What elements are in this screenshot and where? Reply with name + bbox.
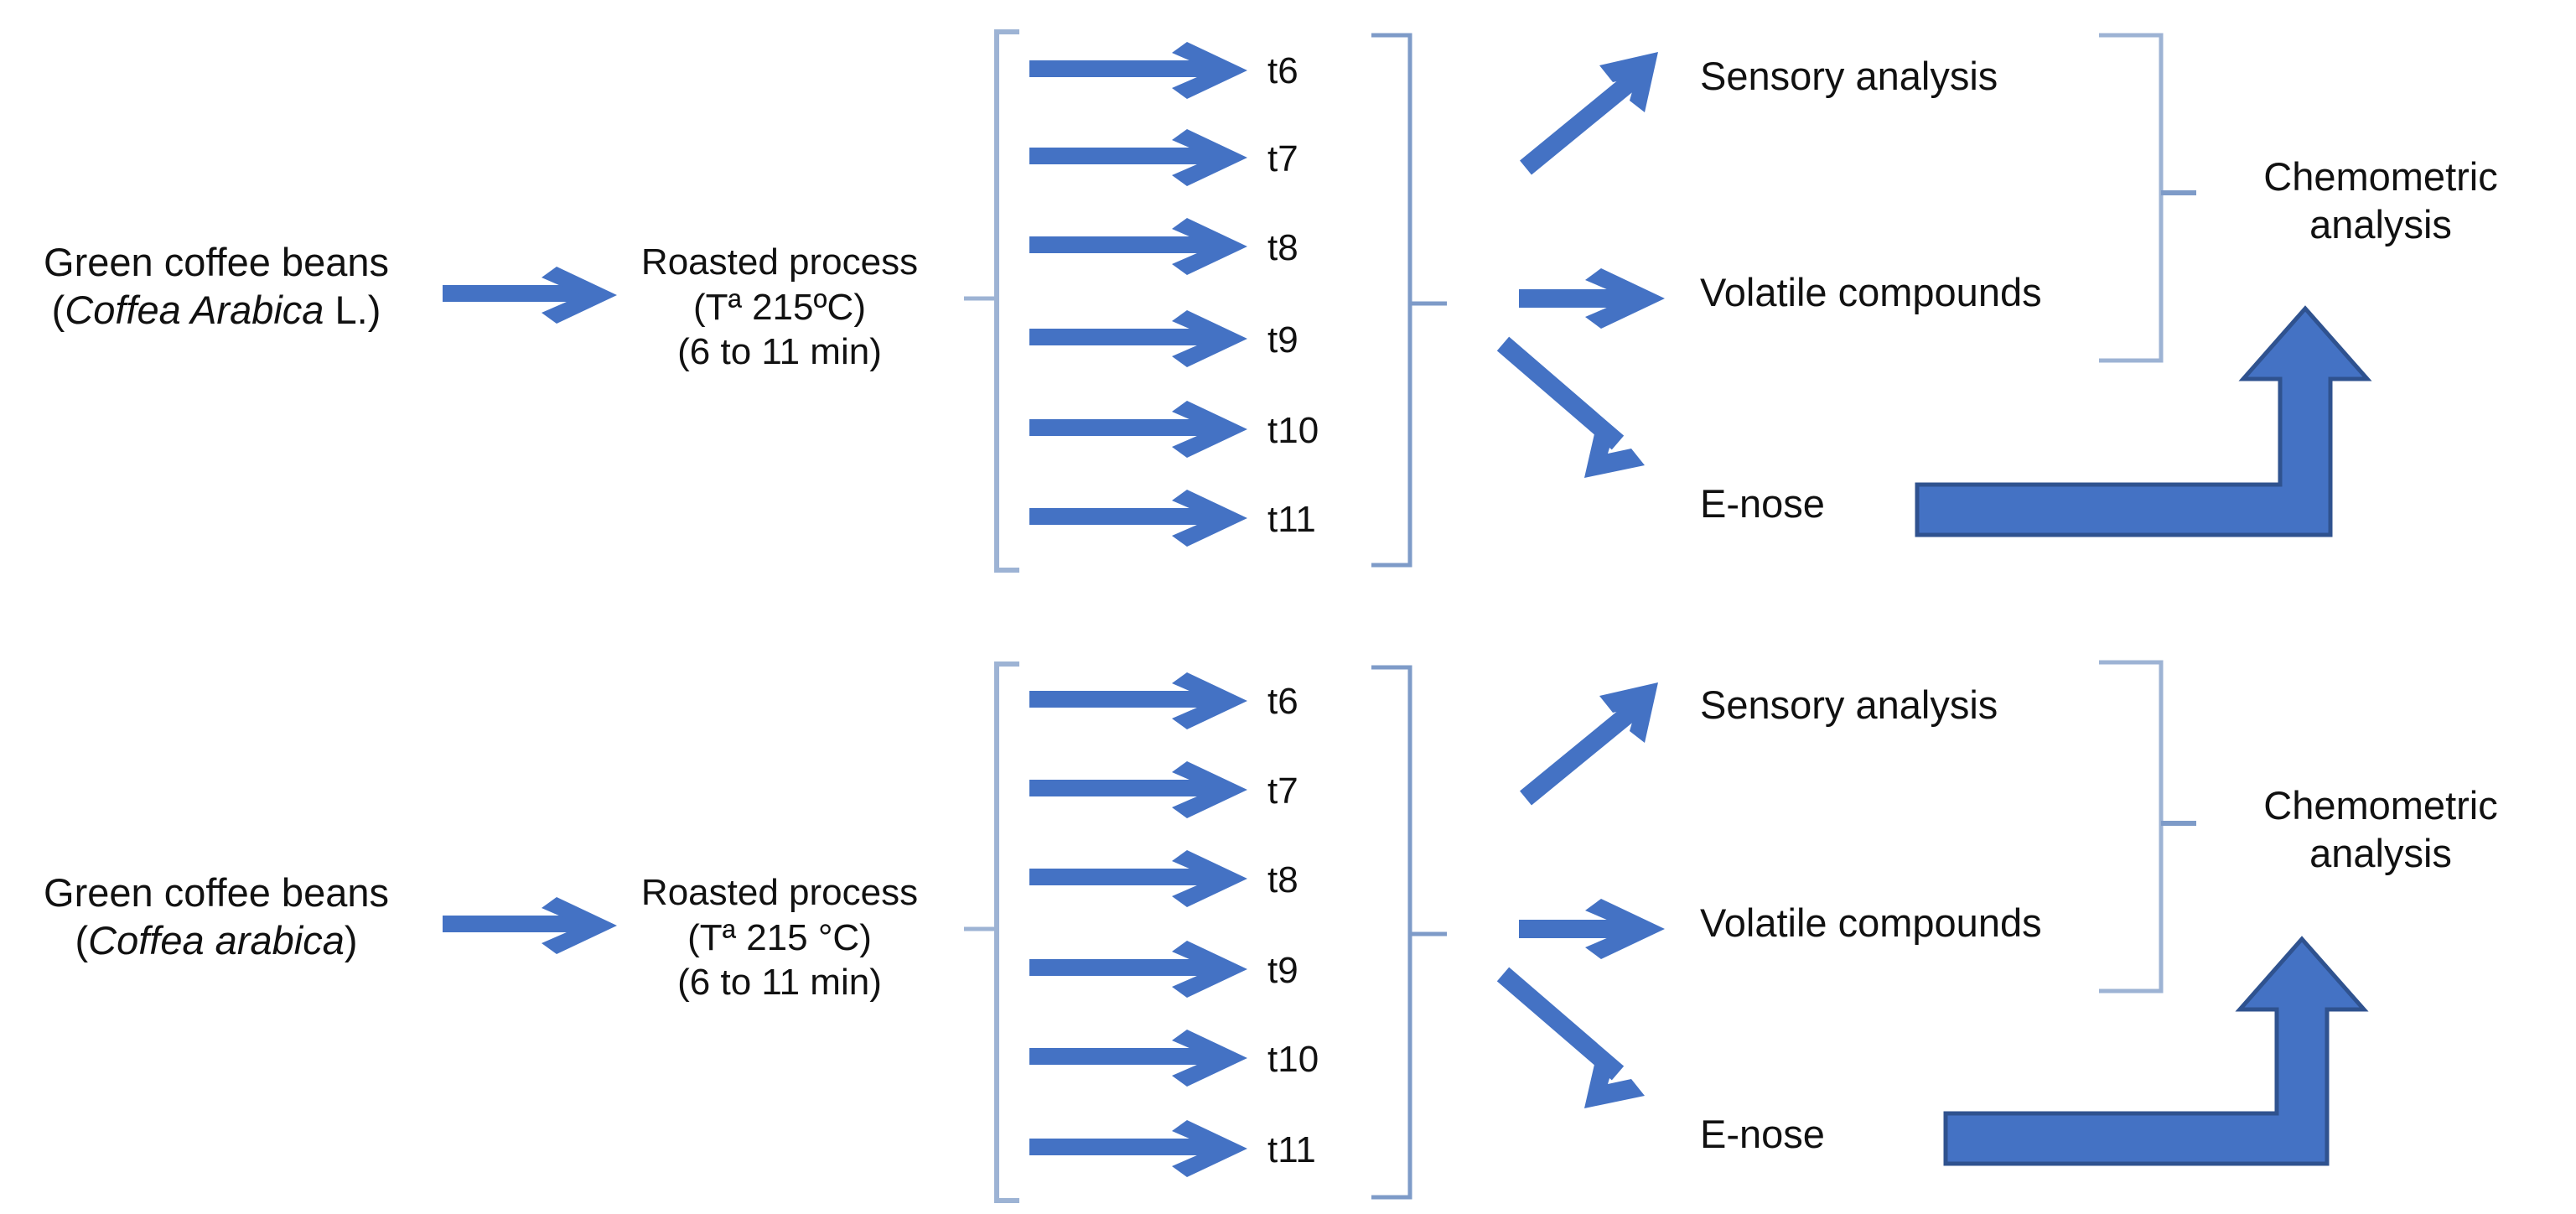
result-label-top: Chemometric analysis bbox=[2263, 153, 2497, 249]
source-species-top: Coffea Arabica bbox=[65, 288, 324, 333]
elbow-up-arrow-bottom bbox=[1943, 936, 2369, 1166]
timepoint-label-t6-top: t6 bbox=[1267, 50, 1298, 91]
right-bracket-timepoints-bottom bbox=[1371, 665, 1447, 1200]
process-line1-top: Roasted process bbox=[640, 241, 919, 283]
feed-arrow-bottom bbox=[443, 897, 617, 954]
source-label-top: Green coffee beans (Coffea Arabica L.) bbox=[44, 238, 389, 335]
timepoint-label-t11-bottom: t11 bbox=[1267, 1129, 1316, 1170]
analysis-label-sensory-top: Sensory analysis bbox=[1700, 54, 1998, 98]
timepoint-label-t9-bottom: t9 bbox=[1267, 950, 1298, 991]
source-line2-top: (Coffea Arabica L.) bbox=[51, 288, 381, 333]
process-line2-top: (Tª 215ºC) bbox=[693, 286, 866, 328]
result-line1-bottom: Chemometric bbox=[2263, 783, 2498, 827]
feed-arrow-top bbox=[443, 267, 617, 324]
elbow-up-arrow-top bbox=[1915, 305, 2372, 537]
result-line2-bottom: analysis bbox=[2309, 831, 2452, 876]
analysis-label-sensory-bottom: Sensory analysis bbox=[1700, 682, 1998, 727]
timepoint-label-t11-top: t11 bbox=[1267, 499, 1316, 540]
timepoint-arrows-bottom bbox=[1029, 672, 1247, 1177]
result-label-bottom: Chemometric analysis bbox=[2263, 781, 2497, 878]
source-species-bottom: Coffea arabica bbox=[88, 918, 345, 963]
timepoint-label-t8-bottom: t8 bbox=[1267, 859, 1298, 900]
left-bracket-top bbox=[964, 29, 1019, 573]
straight-arrow-bottom bbox=[1519, 899, 1665, 959]
timepoint-label-t7-top: t7 bbox=[1267, 138, 1298, 179]
source-line2-bottom: (Coffea arabica) bbox=[75, 918, 358, 963]
process-line2-bottom: (Tª 215 °C) bbox=[687, 916, 872, 958]
process-line3-bottom: (6 to 11 min) bbox=[677, 962, 882, 1004]
timepoint-arrows-top bbox=[1029, 42, 1247, 547]
process-line3-top: (6 to 11 min) bbox=[677, 331, 882, 373]
timepoint-label-t6-bottom: t6 bbox=[1267, 681, 1298, 722]
left-bracket-bottom bbox=[964, 661, 1019, 1203]
timepoint-label-t10-bottom: t10 bbox=[1267, 1039, 1319, 1080]
up-diagonal-arrow-bottom bbox=[1520, 682, 1658, 806]
source-line1-top: Green coffee beans bbox=[44, 240, 389, 284]
right-bracket-analyses-top bbox=[2099, 33, 2196, 363]
result-line1-top: Chemometric bbox=[2263, 154, 2498, 199]
source-line1-bottom: Green coffee beans bbox=[44, 870, 389, 915]
right-bracket-analyses-bottom bbox=[2099, 660, 2196, 994]
up-diagonal-arrow-top bbox=[1520, 52, 1658, 175]
result-line2-top: analysis bbox=[2309, 202, 2452, 247]
analysis-label-enose-bottom: E-nose bbox=[1700, 1112, 1825, 1156]
process-label-bottom: Roasted process (Tª 215 °C) (6 to 11 min… bbox=[641, 870, 918, 1005]
down-diagonal-arrow-bottom bbox=[1496, 967, 1645, 1108]
straight-arrow-top bbox=[1519, 268, 1665, 329]
timepoint-label-t8-top: t8 bbox=[1267, 227, 1298, 268]
process-label-top: Roasted process (Tª 215ºC) (6 to 11 min) bbox=[641, 240, 918, 375]
analysis-label-volatile-bottom: Volatile compounds bbox=[1700, 900, 2042, 945]
timepoint-label-t10-top: t10 bbox=[1267, 410, 1319, 451]
timepoint-label-t7-bottom: t7 bbox=[1267, 770, 1298, 812]
down-diagonal-arrow-top bbox=[1496, 336, 1645, 478]
source-label-bottom: Green coffee beans (Coffea arabica) bbox=[44, 869, 389, 965]
timepoint-label-t9-top: t9 bbox=[1267, 319, 1298, 361]
analysis-label-volatile-top: Volatile compounds bbox=[1700, 270, 2042, 314]
analysis-label-enose-top: E-nose bbox=[1700, 481, 1825, 526]
right-bracket-timepoints-top bbox=[1371, 33, 1447, 568]
process-line1-bottom: Roasted process bbox=[640, 872, 919, 913]
